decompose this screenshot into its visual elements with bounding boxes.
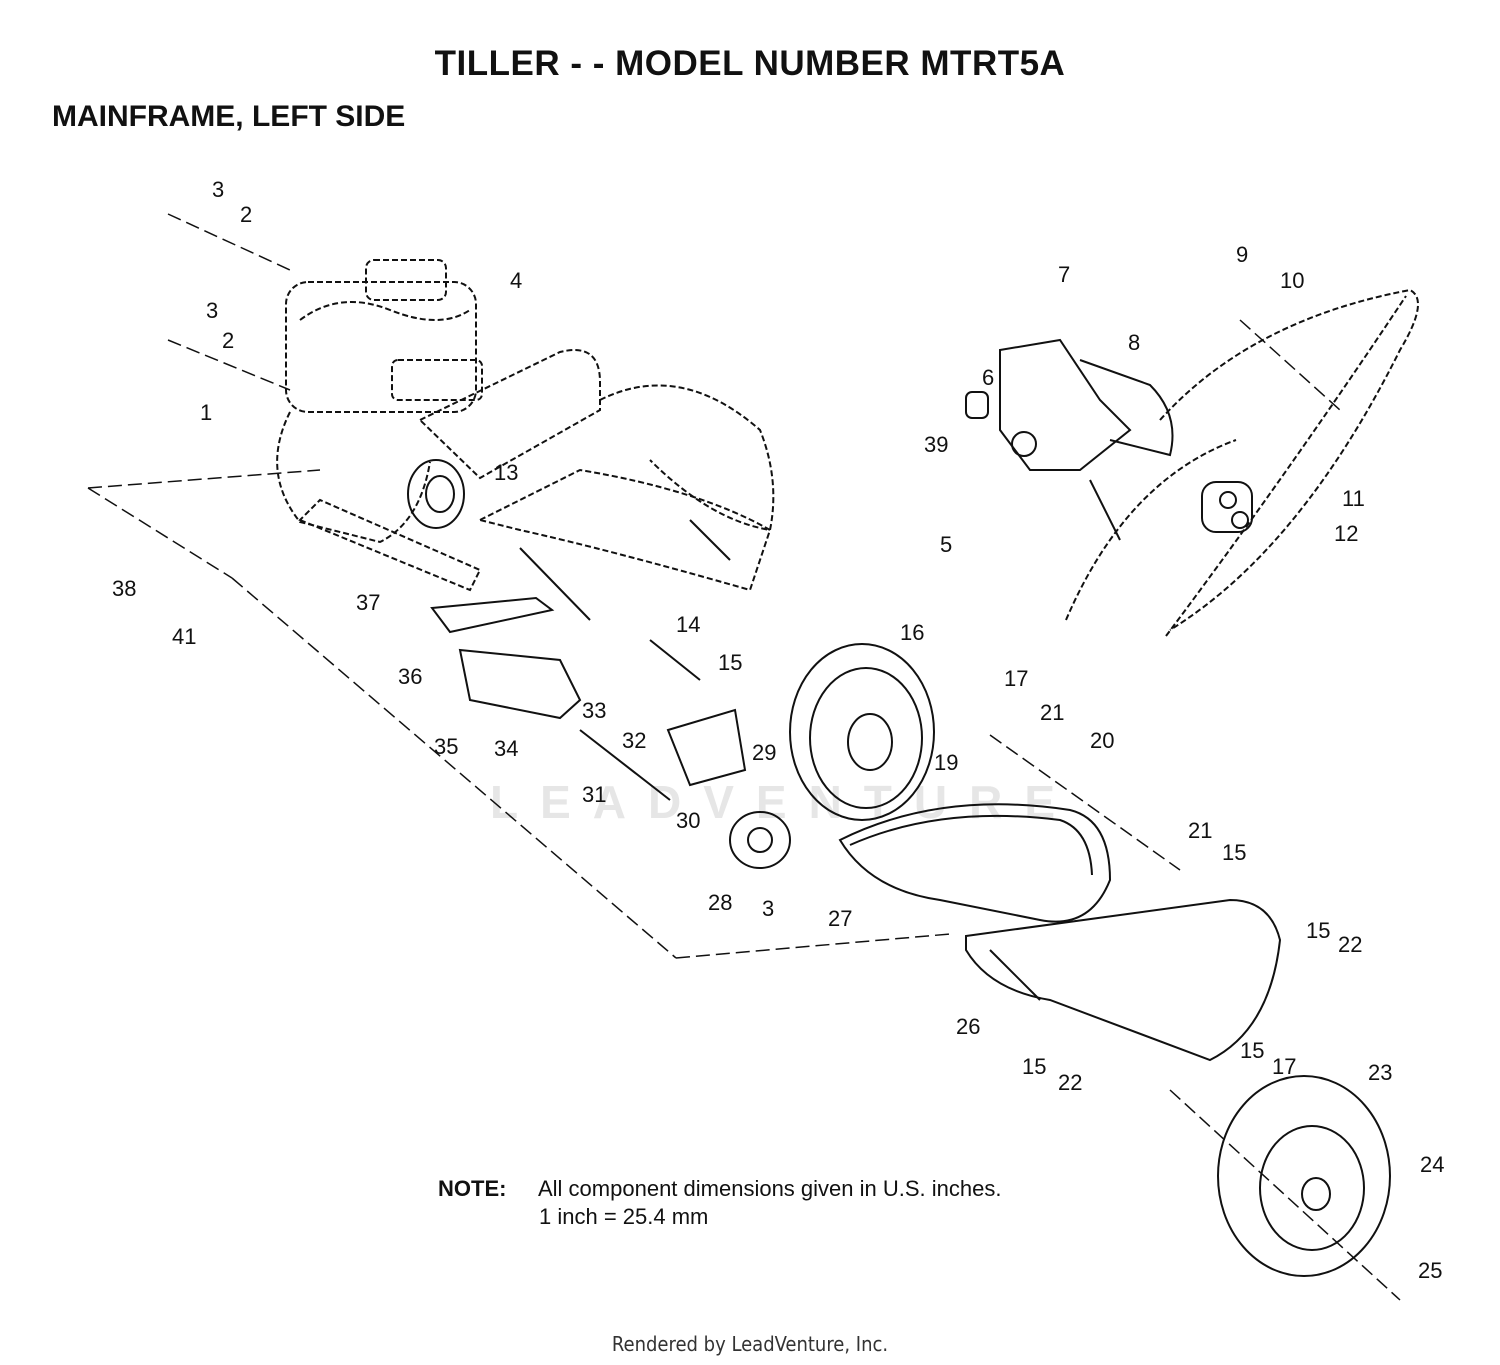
callout-label: 10 <box>1280 268 1304 293</box>
callout-label: 15 <box>1022 1054 1046 1079</box>
callout-label: 15 <box>718 650 742 675</box>
bracket-parts <box>430 596 791 869</box>
callout-label: 3 <box>762 896 774 921</box>
belt-guard <box>965 898 1282 1062</box>
callout-label: 15 <box>1306 918 1330 943</box>
callout-label: 33 <box>582 698 606 723</box>
callout-label: 11 <box>1342 486 1365 511</box>
engine-pulley <box>407 459 465 529</box>
callout-label: 3 <box>212 177 224 202</box>
callout-label: 21 <box>1040 700 1064 725</box>
main-pulley <box>789 643 935 821</box>
shafts <box>519 519 731 801</box>
callout-label: 17 <box>1272 1054 1296 1079</box>
wheel <box>1217 1075 1391 1277</box>
callout-label: 5 <box>940 532 952 557</box>
callout-label: 21 <box>1188 818 1212 843</box>
callout-labels: 3 2 3 2 1 4 13 37 38 41 7 9 10 8 6 39 5 … <box>112 177 1444 1283</box>
callout-label: 17 <box>1004 666 1028 691</box>
callout-label: 15 <box>1240 1038 1264 1063</box>
callout-label: 16 <box>900 620 924 645</box>
handlebar-frame <box>1065 288 1419 637</box>
section-subtitle: MAINFRAME, LEFT SIDE <box>52 100 406 133</box>
callout-label: 29 <box>752 740 776 765</box>
callout-label: 27 <box>828 906 852 931</box>
callout-label: 37 <box>356 590 380 615</box>
note-line-1: All component dimensions given in U.S. i… <box>538 1176 1002 1201</box>
note-label: NOTE: <box>438 1176 507 1201</box>
callout-label: 36 <box>398 664 422 689</box>
callout-label: 22 <box>1338 932 1362 957</box>
callout-label: 35 <box>434 734 458 759</box>
mainframe-housing <box>298 349 775 592</box>
callout-label: 15 <box>1222 840 1246 865</box>
engine <box>276 259 483 544</box>
callout-label: 25 <box>1418 1258 1442 1283</box>
callout-label: 12 <box>1334 521 1358 546</box>
callout-label: 2 <box>240 202 252 227</box>
callout-label: 13 <box>494 460 518 485</box>
dimension-note: NOTE: All component dimensions given in U… <box>438 1176 1001 1202</box>
callout-label: 14 <box>676 612 700 637</box>
callout-label: 41 <box>172 624 196 649</box>
callout-label: 3 <box>206 298 218 323</box>
callout-label: 19 <box>934 750 958 775</box>
callout-label: 2 <box>222 328 234 353</box>
mounting-reference-lines <box>87 213 1401 1301</box>
callout-label: 7 <box>1058 262 1070 287</box>
callout-label: 20 <box>1090 728 1114 753</box>
note-line-2: 1 inch = 25.4 mm <box>539 1204 709 1229</box>
callout-label: 4 <box>510 268 522 293</box>
drive-belt <box>838 803 1112 923</box>
callout-label: 22 <box>1058 1070 1082 1095</box>
page-title: TILLER - - MODEL NUMBER MTRT5A <box>434 44 1066 83</box>
callout-label: 34 <box>494 736 518 761</box>
footer-credit: Rendered by LeadVenture, Inc. <box>611 1332 889 1356</box>
callout-label: 38 <box>112 576 136 601</box>
callout-label: 30 <box>676 808 700 833</box>
callout-label: 26 <box>956 1014 980 1039</box>
callout-label: 1 <box>200 400 212 425</box>
callout-label: 32 <box>622 728 646 753</box>
callout-label: 9 <box>1236 242 1248 267</box>
mounting-bracket <box>965 338 1253 541</box>
callout-label: 6 <box>982 365 994 390</box>
callout-label: 31 <box>582 782 606 807</box>
callout-label: 23 <box>1368 1060 1392 1085</box>
callout-label: 28 <box>708 890 732 915</box>
callout-label: 24 <box>1420 1152 1444 1177</box>
callout-label: 39 <box>924 432 948 457</box>
callout-label: 8 <box>1128 330 1140 355</box>
watermark-logo: LEADVENTURE <box>490 776 1078 828</box>
